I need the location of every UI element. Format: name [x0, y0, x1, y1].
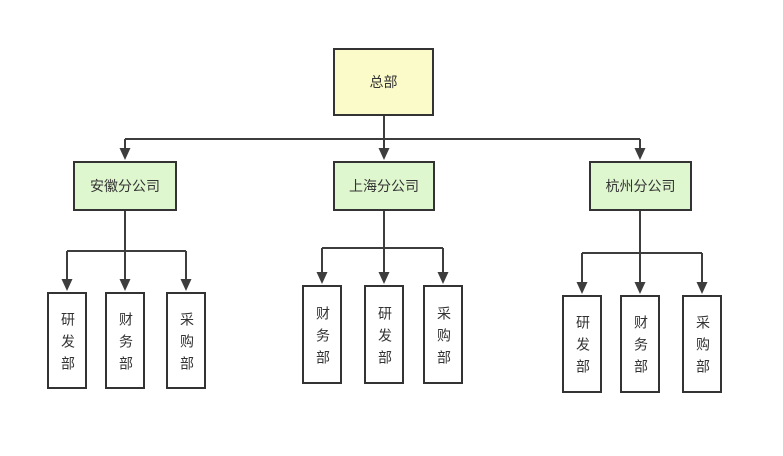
department-node-anhui-3: 采购部 [166, 292, 206, 389]
branch-node-label: 安徽分公司 [90, 179, 160, 195]
department-node-shanghai-1: 财务部 [302, 285, 342, 384]
root-node-label: 总部 [369, 75, 398, 91]
department-node-anhui-1: 研发部 [47, 292, 87, 389]
department-node-label: 采购部 [178, 311, 194, 378]
department-node-hangzhou-1: 研发部 [562, 295, 602, 393]
department-node-shanghai-2: 研发部 [364, 285, 404, 384]
department-node-label: 财务部 [632, 315, 648, 381]
department-node-label: 研发部 [376, 305, 392, 372]
branch-node-shanghai: 上海分公司 [333, 161, 435, 211]
department-node-label: 财务部 [314, 305, 330, 372]
branch-node-label: 上海分公司 [349, 179, 419, 195]
department-node-label: 财务部 [117, 311, 133, 378]
department-node-shanghai-3: 采购部 [423, 285, 463, 384]
branch-node-anhui: 安徽分公司 [73, 161, 177, 211]
root-node: 总部 [333, 48, 434, 116]
department-node-label: 采购部 [694, 315, 710, 381]
department-node-anhui-2: 财务部 [105, 292, 145, 389]
department-node-hangzhou-2: 财务部 [620, 295, 660, 393]
branch-node-hangzhou: 杭州分公司 [589, 161, 692, 211]
arrowheads [61, 148, 708, 294]
branch-node-label: 杭州分公司 [605, 179, 676, 195]
department-node-label: 采购部 [435, 305, 451, 372]
department-node-label: 研发部 [574, 315, 590, 381]
department-node-label: 研发部 [59, 311, 75, 378]
department-node-hangzhou-3: 采购部 [682, 295, 722, 393]
connector-lines [66, 116, 703, 285]
